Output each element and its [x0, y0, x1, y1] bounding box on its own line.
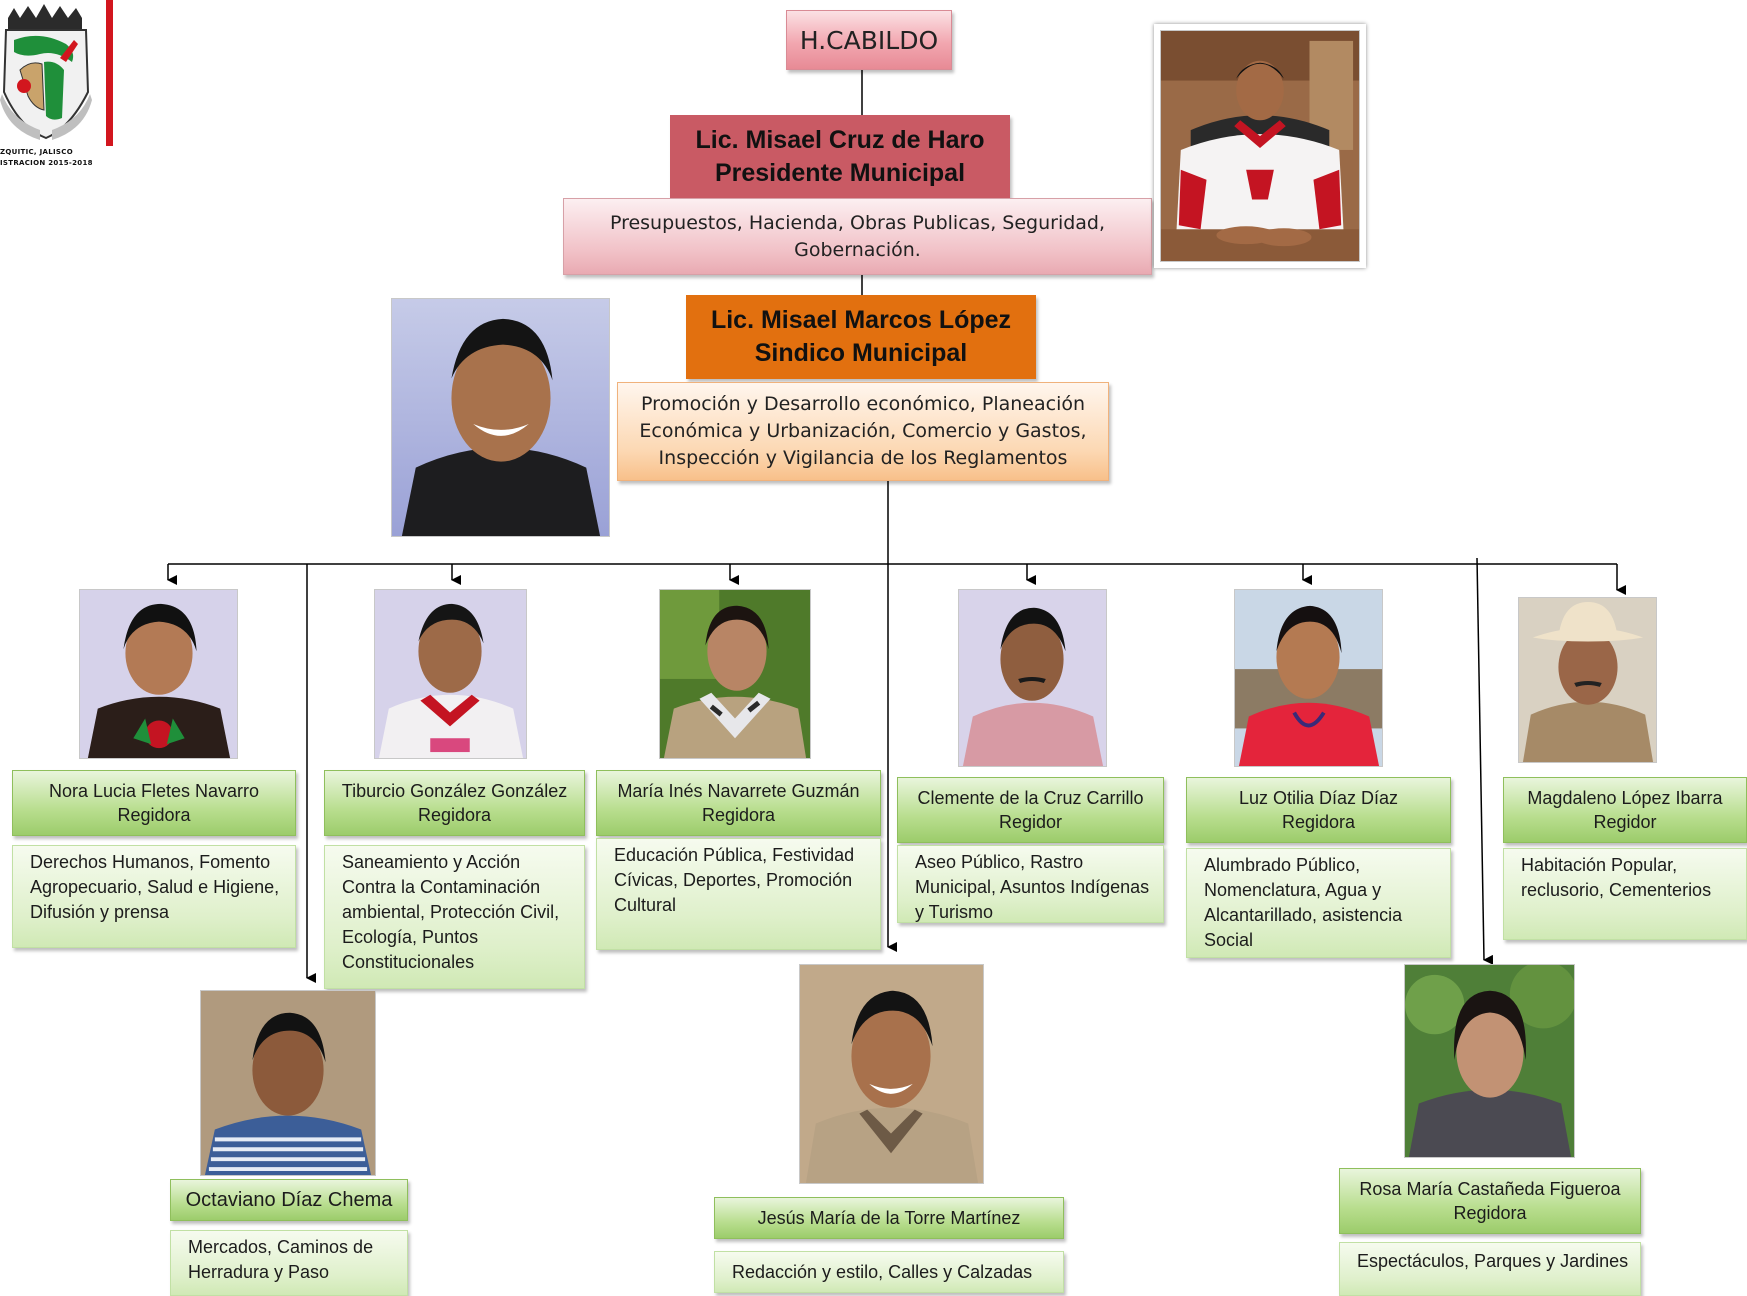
logo-caption-line1: ZQUITIC, JALISCO	[0, 148, 73, 156]
regidor-name-box-4: Clemente de la Cruz Carrillo Regidor	[897, 777, 1164, 843]
president-duties-line1: Presupuestos, Hacienda, Obras Publicas, …	[609, 211, 1106, 234]
regidor-duties-5: Alumbrado Público, Nomenclatura, Agua y …	[1186, 848, 1451, 958]
lower-duties-1: Mercados, Caminos de Herradura y Paso	[170, 1230, 408, 1296]
regidor-name-box-1: Nora Lucia Fletes Navarro Regidora	[12, 770, 296, 836]
regidor-duties-1: Derechos Humanos, Fomento Agropecuario, …	[12, 845, 296, 948]
sindico-duties-box: Promoción y Desarrollo económico, Planea…	[617, 382, 1109, 481]
regidor-name-3: María Inés Navarrete Guzmán	[617, 781, 860, 801]
regidor-photo-3	[659, 589, 811, 759]
regidor-role-5: Regidora	[1281, 812, 1356, 832]
regidor-duties-4: Aseo Público, Rastro Municipal, Asuntos …	[897, 845, 1164, 923]
lower-photo-1	[200, 990, 376, 1176]
lower-name-box-1: Octaviano Díaz Chema	[170, 1179, 408, 1221]
sindico-role-box: Lic. Misael Marcos López Sindico Municip…	[686, 295, 1036, 379]
president-role: Presidente Municipal	[714, 159, 966, 187]
regidor-name-box-5: Luz Otilia Díaz Díaz Regidora	[1186, 777, 1451, 843]
regidor-photo-4	[958, 589, 1107, 767]
regidor-name-5: Luz Otilia Díaz Díaz	[1238, 788, 1399, 808]
sindico-duties-line2: Económica y Urbanización, Comercio y Gas…	[639, 420, 1087, 442]
regidor-duties-2: Saneamiento y Acción Contra la Contamina…	[324, 845, 585, 989]
regidor-photo-5	[1234, 589, 1383, 767]
sindico-duties-line3: Inspección y Vigilancia de los Reglament…	[658, 447, 1068, 469]
lower-photo-2	[799, 964, 984, 1184]
municipal-logo: ZQUITIC, JALISCO ISTRACION 2015-2018	[0, 0, 115, 175]
logo-caption-line2: ISTRACION 2015-2018	[0, 159, 93, 167]
coat-of-arms-icon	[0, 0, 113, 146]
regidor-name-1: Nora Lucia Fletes Navarro	[48, 781, 260, 801]
lower-name-box-2: Jesús María de la Torre Martínez	[714, 1197, 1064, 1239]
sindico-duties-line1: Promoción y Desarrollo económico, Planea…	[640, 393, 1086, 415]
sindico-name: Lic. Misael Marcos López	[710, 306, 1012, 334]
sindico-role: Sindico Municipal	[754, 339, 968, 367]
regidor-name-6: Magdaleno López Ibarra	[1527, 788, 1723, 808]
regidor-role-4: Regidor	[998, 812, 1063, 832]
sindico-photo	[391, 298, 610, 537]
lower-name-1: Octaviano Díaz Chema	[185, 1189, 393, 1211]
regidor-name-box-6: Magdaleno López Ibarra Regidor	[1503, 777, 1747, 843]
regidor-photo-6	[1518, 597, 1657, 763]
president-name: Lic. Misael Cruz de Haro	[695, 126, 985, 154]
regidor-role-3: Regidora	[701, 805, 776, 825]
president-role-box: Lic. Misael Cruz de Haro Presidente Muni…	[670, 115, 1010, 199]
regidor-name-2: Tiburcio González González	[341, 781, 568, 801]
regidor-duties-6: Habitación Popular, reclusorio, Cementer…	[1503, 848, 1747, 940]
lower-duties-2: Redacción y estilo, Calles y Calzadas	[714, 1251, 1064, 1293]
regidor-name-box-2: Tiburcio González González Regidora	[324, 770, 585, 836]
regidor-name-4: Clemente de la Cruz Carrillo	[917, 788, 1144, 808]
regidor-name-box-3: María Inés Navarrete Guzmán Regidora	[596, 770, 881, 836]
president-duties-line2: Gobernación.	[794, 238, 921, 261]
lower-photo-3	[1404, 964, 1575, 1158]
lower-name-3: Rosa María Castañeda Figueroa	[1359, 1179, 1621, 1199]
president-photo-frame	[1154, 24, 1366, 268]
lower-role-3: Regidora	[1453, 1203, 1527, 1223]
lower-name-box-3: Rosa María Castañeda Figueroa Regidora	[1339, 1168, 1641, 1234]
regidor-photo-2	[374, 589, 527, 759]
regidor-duties-3: Educación Pública, Festividad Cívicas, D…	[596, 838, 881, 950]
president-photo	[1160, 30, 1360, 262]
regidor-role-6: Regidor	[1593, 812, 1657, 832]
regidor-role-1: Regidora	[117, 805, 191, 825]
regidor-photo-1	[79, 589, 238, 759]
regidor-role-2: Regidora	[417, 805, 492, 825]
cabildo-title: H.CABILDO	[786, 10, 952, 70]
lower-name-2: Jesús María de la Torre Martínez	[757, 1208, 1021, 1228]
lower-duties-3: Espectáculos, Parques y Jardines	[1339, 1242, 1641, 1296]
president-duties-box: Presupuestos, Hacienda, Obras Publicas, …	[563, 198, 1152, 275]
